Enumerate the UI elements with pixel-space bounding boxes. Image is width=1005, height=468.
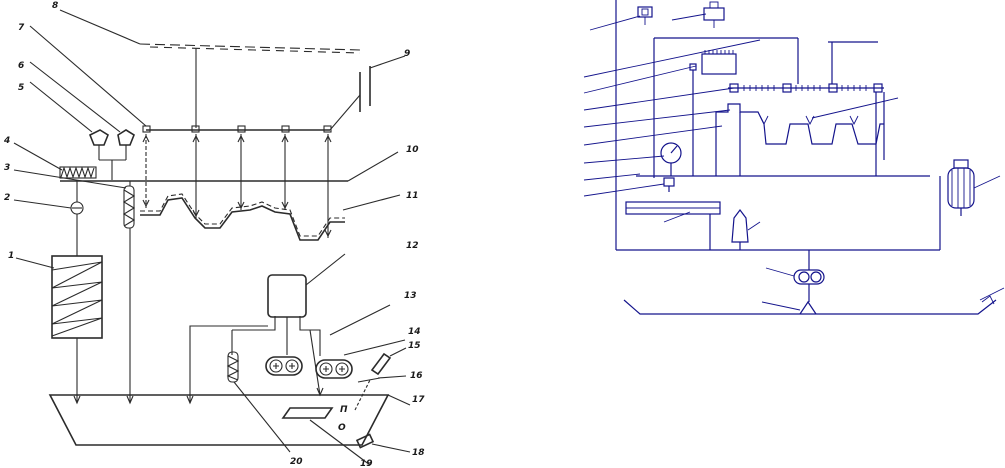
base-plate xyxy=(625,201,721,250)
leader-lines xyxy=(583,13,761,197)
top-valve xyxy=(703,1,725,28)
left-scheme: П О 1 2 3 4 5 6 7 8 9 10 11 12 13 14 15 … xyxy=(3,1,425,468)
label-6: 6 xyxy=(18,61,24,71)
frame xyxy=(186,304,391,405)
label-17: 17 xyxy=(412,395,425,405)
svg-text:О: О xyxy=(338,423,346,433)
tension-spring xyxy=(226,351,291,453)
label-13: 13 xyxy=(404,291,417,301)
label-15: 15 xyxy=(408,341,421,351)
label-12: 12 xyxy=(406,241,419,251)
spring-element xyxy=(13,169,136,405)
label-18: 18 xyxy=(412,448,425,458)
label-20: 20 xyxy=(290,457,303,467)
stepped-profile xyxy=(140,193,401,241)
bottom-tank xyxy=(48,394,411,446)
label-7: 7 xyxy=(18,23,25,33)
cyclone-filter xyxy=(731,209,761,250)
label-11: 11 xyxy=(406,191,419,201)
motor-unit xyxy=(689,50,737,176)
coil-unit xyxy=(15,255,103,405)
workpiece xyxy=(281,329,371,466)
pulley-chain xyxy=(728,83,884,93)
label-2: 2 xyxy=(4,193,10,203)
lever xyxy=(357,347,407,383)
motor-box xyxy=(267,253,346,355)
pressure-gauge xyxy=(660,142,682,176)
top-sensor xyxy=(637,6,653,25)
label-5: 5 xyxy=(18,83,24,93)
label-14: 14 xyxy=(408,327,421,337)
label-19: 19 xyxy=(360,459,373,468)
overhead-line xyxy=(59,9,361,54)
meter-pair xyxy=(29,25,147,180)
capacitor-plates xyxy=(359,55,406,112)
label-16: 16 xyxy=(410,371,423,381)
stepped-tray xyxy=(715,92,899,176)
bottom-trough xyxy=(623,287,1005,315)
svg-text:П: П xyxy=(340,405,348,415)
upper-bus xyxy=(142,94,361,133)
tie-rods xyxy=(142,134,332,238)
label-4: 4 xyxy=(3,136,10,146)
label-3: 3 xyxy=(4,163,10,173)
twin-pump xyxy=(765,250,825,302)
gauge-element xyxy=(13,181,84,256)
right-frame xyxy=(615,0,940,251)
valve-small xyxy=(663,177,675,192)
right-scheme xyxy=(583,0,1005,315)
roller-pair-right xyxy=(315,339,406,379)
label-8: 8 xyxy=(52,1,58,11)
roller-pair-left xyxy=(265,356,303,376)
heater-element xyxy=(13,142,97,179)
label-10: 10 xyxy=(406,145,419,155)
cylinder-unit xyxy=(939,159,1001,250)
label-1: 1 xyxy=(8,251,14,261)
marker-arrow: П О xyxy=(338,379,371,433)
label-9: 9 xyxy=(404,49,410,59)
small-block xyxy=(355,433,411,453)
